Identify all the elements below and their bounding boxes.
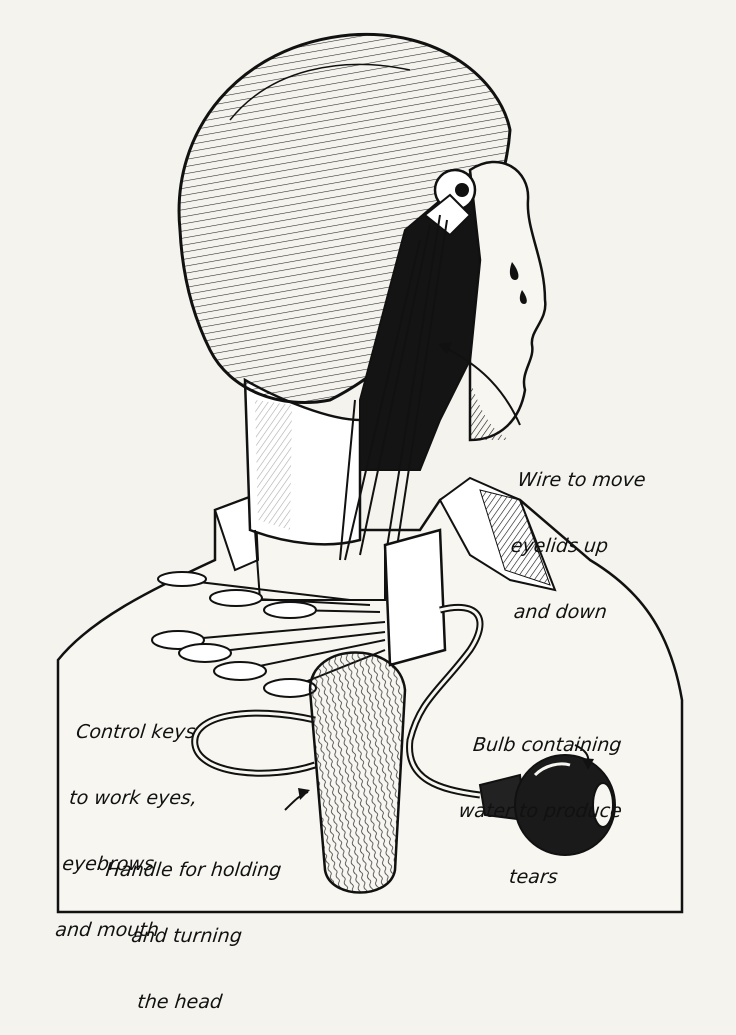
key-pad-6 [213,661,267,681]
key-pad-3 [263,601,317,619]
bulb-highlight [533,762,571,777]
tear-drop [509,262,519,280]
face-shading [470,380,510,440]
neck-shading [255,400,292,530]
key-pad-5 [178,643,232,663]
puppet-head-diagram [56,32,684,914]
bulb-opening [592,782,614,828]
control-frame [254,529,386,601]
eye-pupil [455,183,469,197]
label-wire-line-1: Wire to move [516,469,647,491]
key-pad-7 [263,678,317,698]
tear-drop-2 [519,290,527,304]
key-pad-2 [209,589,263,607]
label-wire: Wire to move eyelids up and down [500,425,651,645]
label-wire-line-3: and down [512,601,609,623]
label-bulb-line-1: Bulb containing [471,734,623,756]
arrow-heads [298,342,594,800]
control-wires [339,214,448,561]
label-handle-line-2: and turning [130,925,244,947]
label-wire-line-2: eyelids up [509,535,610,557]
tube-loop-inner [193,711,316,775]
label-handle: Handle for holding and turning the head [88,815,287,1035]
key-pad-1 [157,571,207,587]
handle [308,651,407,894]
label-bulb-line-2: water to produce [457,800,624,822]
eyelid-bracket [423,193,472,237]
bulb [514,754,616,856]
label-keys-line-2: to work eyes, [68,787,199,809]
label-handle-line-3: the head [136,991,224,1013]
label-bulb-line-3: tears [508,866,559,888]
water-tube-inner [408,605,482,797]
label-bulb: Bulb containing water to produce tears [448,690,634,910]
wire-arrow [439,344,521,426]
hair-top-highlight [229,63,411,121]
control-box [383,528,447,667]
label-keys-line-1: Control keys [75,721,197,743]
face-profile [468,160,547,442]
label-handle-line-1: Handle for holding [104,859,283,881]
key-pads [151,571,317,698]
collar-shadow [479,489,551,586]
